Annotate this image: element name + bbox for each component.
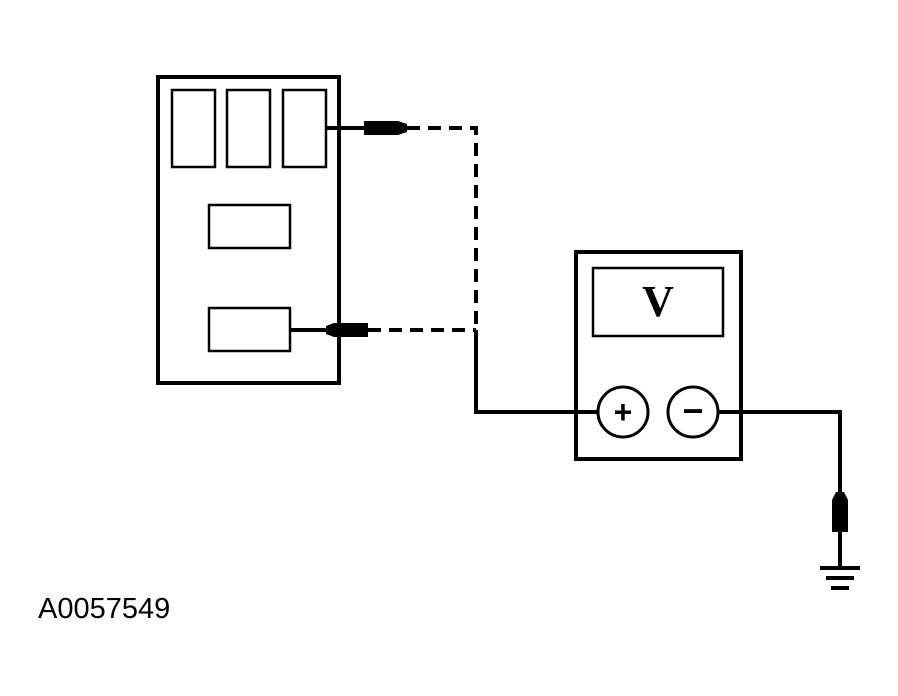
negative-lead-wire: [718, 410, 842, 495]
module-cavity-1: [170, 88, 217, 169]
upper-lead-dashed-path: [407, 126, 478, 330]
lower-probe-tip: [326, 323, 368, 337]
voltmeter-symbol: V: [642, 277, 674, 326]
module-cavity-lower: [207, 306, 292, 353]
module-cavity-middle: [207, 203, 292, 250]
module-housing: [156, 75, 341, 385]
positive-lead-wire: [474, 330, 597, 414]
positive-terminal-sign: +: [614, 394, 633, 430]
upper-test-lead: [326, 121, 478, 330]
module-cavity-2: [225, 88, 272, 169]
upper-probe-tip: [364, 121, 407, 135]
control-module: [156, 75, 341, 385]
figure-code: A0057549: [38, 593, 170, 625]
positive-terminal: [596, 385, 650, 439]
voltmeter-housing: [574, 250, 743, 461]
voltmeter: V + −: [574, 250, 743, 461]
ground-symbol-icon: [820, 566, 860, 590]
negative-terminal-sign: −: [682, 390, 703, 431]
lower-test-lead: [290, 323, 476, 337]
ground-lead: [718, 410, 860, 590]
module-cavity-3: [281, 88, 328, 169]
ground-probe: [832, 492, 848, 532]
voltmeter-display: [591, 266, 725, 338]
